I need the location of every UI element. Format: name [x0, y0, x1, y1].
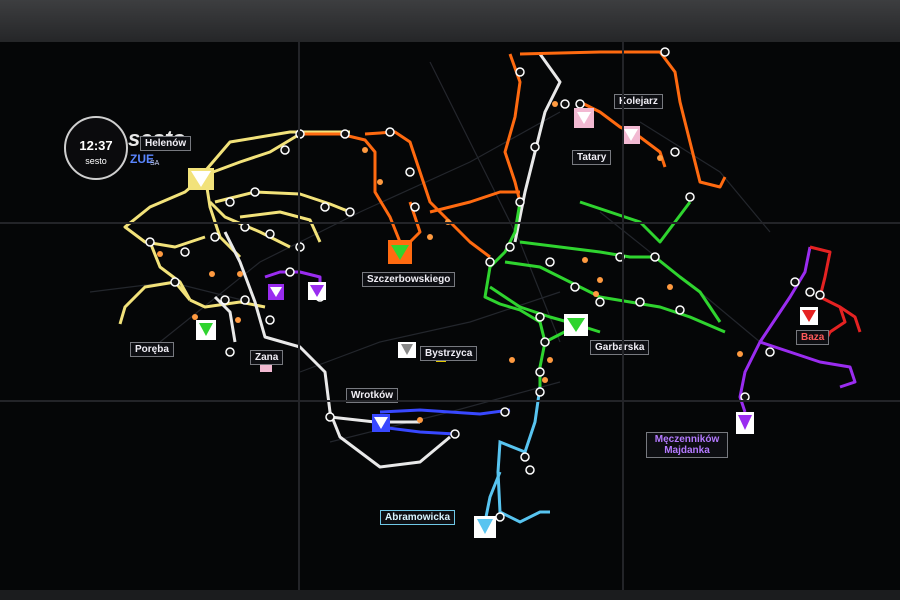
- substation-markers: [188, 108, 818, 538]
- cyan-line-network: [483, 386, 550, 524]
- substation-label-poreba[interactable]: Poręba: [130, 342, 174, 357]
- substation-label-abramowicka[interactable]: Abramowicka: [380, 510, 456, 525]
- substation-label-tatary[interactable]: Tatary: [572, 150, 612, 165]
- substation-label-garbarska[interactable]: Garbarska: [590, 340, 650, 355]
- panel-seam: [298, 42, 300, 590]
- clock: 12:37 sesto: [64, 116, 128, 180]
- blue-line-network: [379, 408, 511, 436]
- substation-label-helenow[interactable]: Helenów: [140, 136, 192, 151]
- green-line-network: [483, 200, 726, 387]
- street-underlay: [89, 61, 771, 443]
- substation-label-meczennikow-majdanka[interactable]: Męczenników Majdanka: [646, 432, 728, 458]
- substation-label-szczerbowskiego[interactable]: Szczerbowskiego: [362, 272, 456, 287]
- video-wall-screen: 12:37 sesto sesto ZUE SA Helenów Tatary …: [0, 42, 900, 590]
- white-line-network: [213, 53, 562, 469]
- substation-label-zana[interactable]: Zana: [250, 350, 284, 365]
- traction-network-map: [89, 47, 862, 538]
- yellow-line-network: [118, 130, 351, 325]
- clock-brand: sesto: [85, 156, 107, 166]
- panel-seam: [0, 222, 900, 224]
- status-dots: [157, 101, 743, 423]
- substation-label-wrotkow[interactable]: Wrotków: [346, 388, 399, 403]
- switch-nodes: [145, 47, 825, 522]
- ceiling: [0, 0, 900, 42]
- panel-seam: [0, 400, 900, 402]
- substation-label-kolejarz[interactable]: Kolejarz: [614, 94, 663, 109]
- substation-label-baza[interactable]: Baza: [796, 330, 830, 345]
- panel-seam: [622, 42, 624, 590]
- zue-logo: ZUE: [130, 152, 154, 166]
- zue-logo-suffix: SA: [150, 160, 160, 167]
- floor-strip: [0, 590, 900, 600]
- clock-time: 12:37: [79, 138, 113, 153]
- substation-label-bystrzyca[interactable]: Bystrzyca: [420, 346, 478, 361]
